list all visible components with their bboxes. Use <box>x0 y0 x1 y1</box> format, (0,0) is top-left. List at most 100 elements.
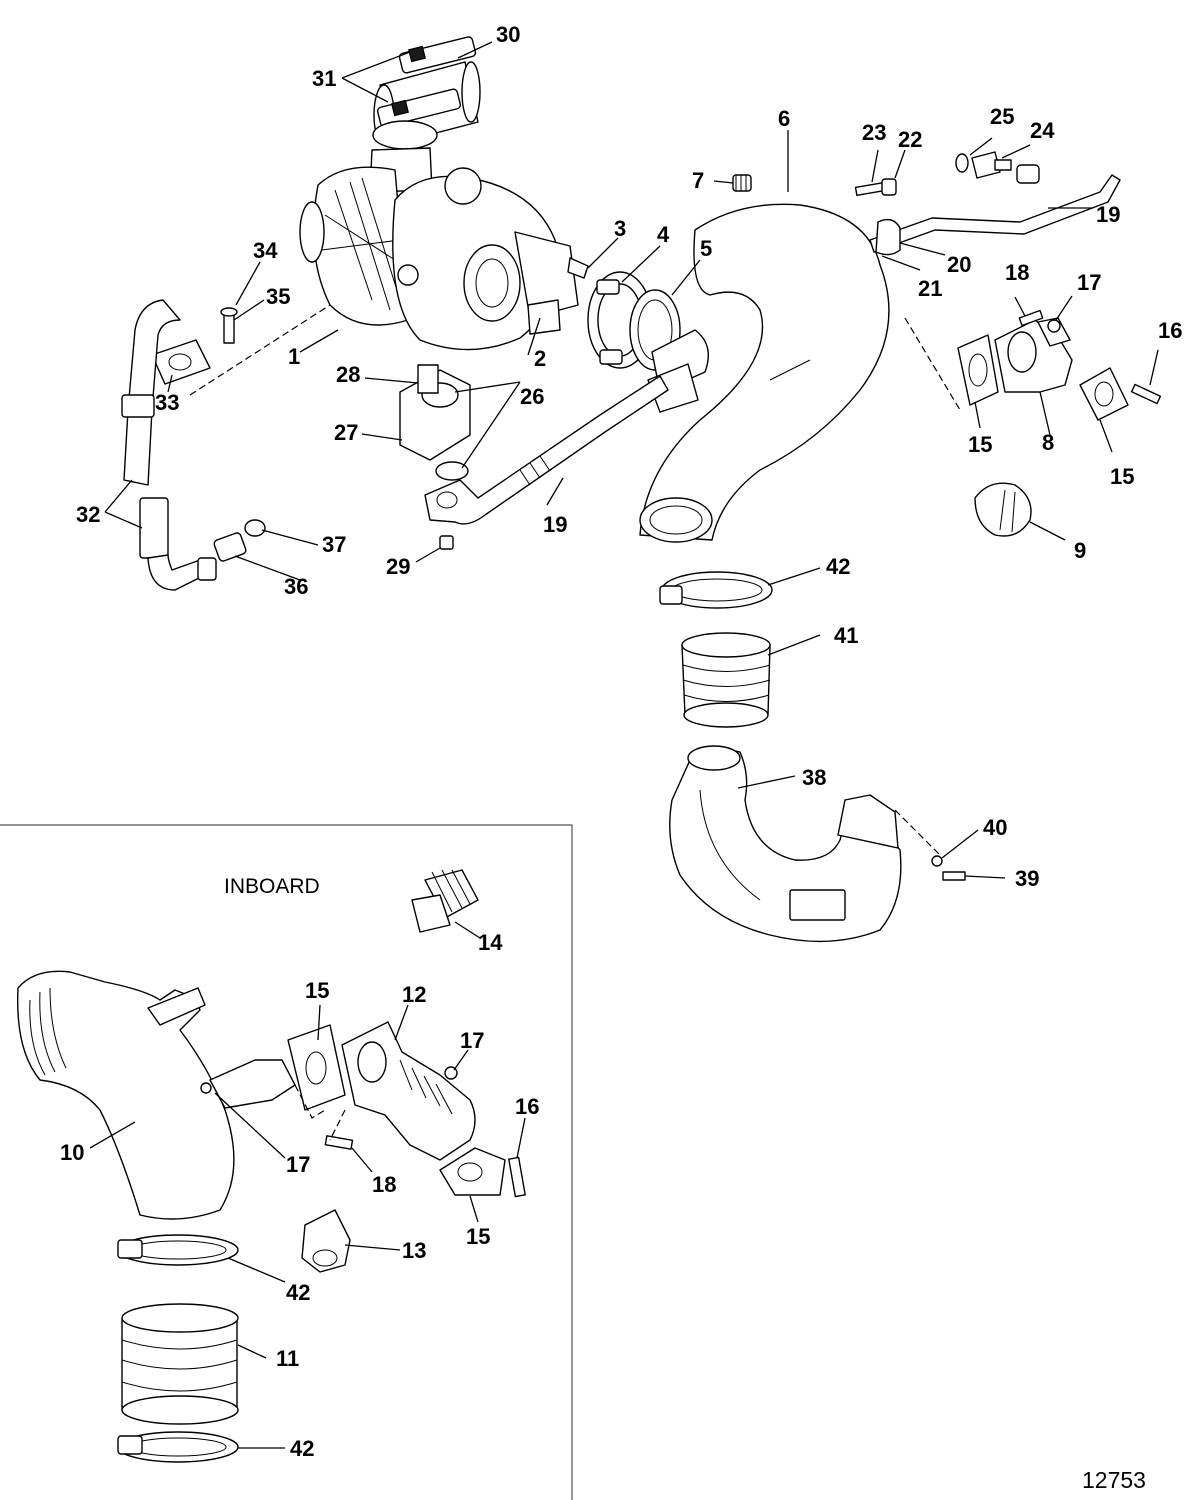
callout-42-main: 42 <box>826 554 850 579</box>
callout-27: 27 <box>334 420 358 445</box>
gasket-26 <box>435 461 469 481</box>
callout-20: 20 <box>947 252 971 277</box>
figure-reference-number: 12753 <box>1082 1467 1146 1493</box>
fitting-24 <box>971 151 1012 179</box>
callout-26: 26 <box>520 384 544 409</box>
gasket-15-inboard-a <box>287 1024 346 1111</box>
gasket-15-right-a <box>957 334 999 406</box>
water-tube-19-lower <box>424 375 669 525</box>
callout-15-inboard-a: 15 <box>305 978 329 1003</box>
callout-9: 9 <box>1074 538 1086 563</box>
bolt-18-inboard <box>324 1135 354 1150</box>
stud-16-inboard <box>508 1156 526 1198</box>
drain-flange-27 <box>399 364 471 461</box>
callout-5: 5 <box>700 236 712 261</box>
callout-16-right: 16 <box>1158 318 1182 343</box>
callout-24: 24 <box>1030 118 1055 143</box>
fitting-36 <box>213 532 247 562</box>
bolt-23 <box>854 181 886 197</box>
bolt-35 <box>220 307 238 344</box>
callout-15-right-b: 15 <box>1110 464 1134 489</box>
hose-11 <box>121 1303 239 1425</box>
callout-10: 10 <box>60 1140 84 1165</box>
callout-8: 8 <box>1042 430 1054 455</box>
bolt-18-right <box>1018 309 1044 327</box>
exhaust-elbow-6 <box>639 203 890 543</box>
callout-34: 34 <box>253 238 278 263</box>
inboard-inset-frame <box>0 824 573 1500</box>
callout-16-inboard: 16 <box>515 1094 539 1119</box>
callout-42-inboard-upper: 42 <box>286 1280 310 1305</box>
washer-25 <box>955 153 969 173</box>
housing-8 <box>994 317 1073 393</box>
callout-2: 2 <box>534 346 546 371</box>
clamp-42-inboard-lower <box>117 1431 239 1463</box>
washer-40 <box>931 855 943 867</box>
fitting-13 <box>301 1209 351 1273</box>
stud-16-right <box>1130 383 1162 405</box>
callout-28: 28 <box>336 362 360 387</box>
callout-4: 4 <box>657 222 670 247</box>
callout-37: 37 <box>322 532 346 557</box>
callout-39: 39 <box>1015 866 1039 891</box>
gasket-15-right-b <box>1079 367 1129 421</box>
exhaust-elbow-10 <box>16 970 296 1220</box>
clamp-42-main <box>659 571 773 609</box>
turbocharger <box>299 147 589 351</box>
callout-17-inboard-b: 17 <box>286 1152 310 1177</box>
callout-32: 32 <box>76 502 100 527</box>
clamp-42-inboard-upper <box>117 1234 239 1266</box>
intake-hose-30 <box>372 36 481 150</box>
callout-18-inboard: 18 <box>372 1172 396 1197</box>
bolt-39 <box>942 871 966 881</box>
callout-21: 21 <box>918 276 942 301</box>
callout-35: 35 <box>266 284 290 309</box>
callout-12: 12 <box>402 982 426 1007</box>
callout-25: 25 <box>990 104 1014 129</box>
callout-22: 22 <box>898 127 922 152</box>
water-tube-19-upper <box>869 164 1121 256</box>
callout-36: 36 <box>284 574 308 599</box>
callout-17-right: 17 <box>1077 270 1101 295</box>
leader-lines <box>89 41 1159 1449</box>
gasket-15-inboard-b <box>439 1147 506 1196</box>
callout-31: 31 <box>312 66 336 91</box>
fitting-14 <box>411 869 479 933</box>
callout-1: 1 <box>288 344 300 369</box>
section-label-inboard: INBOARD <box>224 875 320 898</box>
callout-38: 38 <box>802 765 826 790</box>
callout-labels: 30 31 6 23 22 25 24 7 19 3 4 5 34 20 21 … <box>60 22 1182 1461</box>
callout-15-inboard-b: 15 <box>466 1224 490 1249</box>
plug-29 <box>439 535 454 550</box>
exhaust-pipe-38 <box>669 745 902 943</box>
washer-37 <box>244 519 266 537</box>
cap-9 <box>974 482 1032 537</box>
callout-42-inboard-lower: 42 <box>290 1436 314 1461</box>
exhaust-elbow-12 <box>341 1021 476 1161</box>
callout-15-right-a: 15 <box>968 432 992 457</box>
nut-17-right <box>1047 319 1061 333</box>
callout-18-right: 18 <box>1005 260 1029 285</box>
callout-11: 11 <box>276 1346 299 1371</box>
callout-14: 14 <box>478 930 503 955</box>
fitting-7 <box>732 174 752 192</box>
callout-6: 6 <box>778 106 790 131</box>
hose-41 <box>681 632 771 728</box>
callout-3: 3 <box>614 216 626 241</box>
callout-17-inboard-a: 17 <box>460 1028 484 1053</box>
callout-7: 7 <box>692 168 704 193</box>
oil-line-32 <box>121 299 217 591</box>
callout-19-lower: 19 <box>543 512 567 537</box>
callout-13: 13 <box>402 1238 426 1263</box>
callout-23: 23 <box>862 120 886 145</box>
assembly-lines <box>189 304 961 1141</box>
callout-30: 30 <box>496 22 520 47</box>
callout-29: 29 <box>386 554 410 579</box>
callout-41: 41 <box>834 623 858 648</box>
fitting-22 <box>881 178 897 196</box>
flange-33 <box>151 339 211 385</box>
callout-19-upper: 19 <box>1096 202 1120 227</box>
callout-33: 33 <box>155 390 179 415</box>
callout-40: 40 <box>983 815 1007 840</box>
